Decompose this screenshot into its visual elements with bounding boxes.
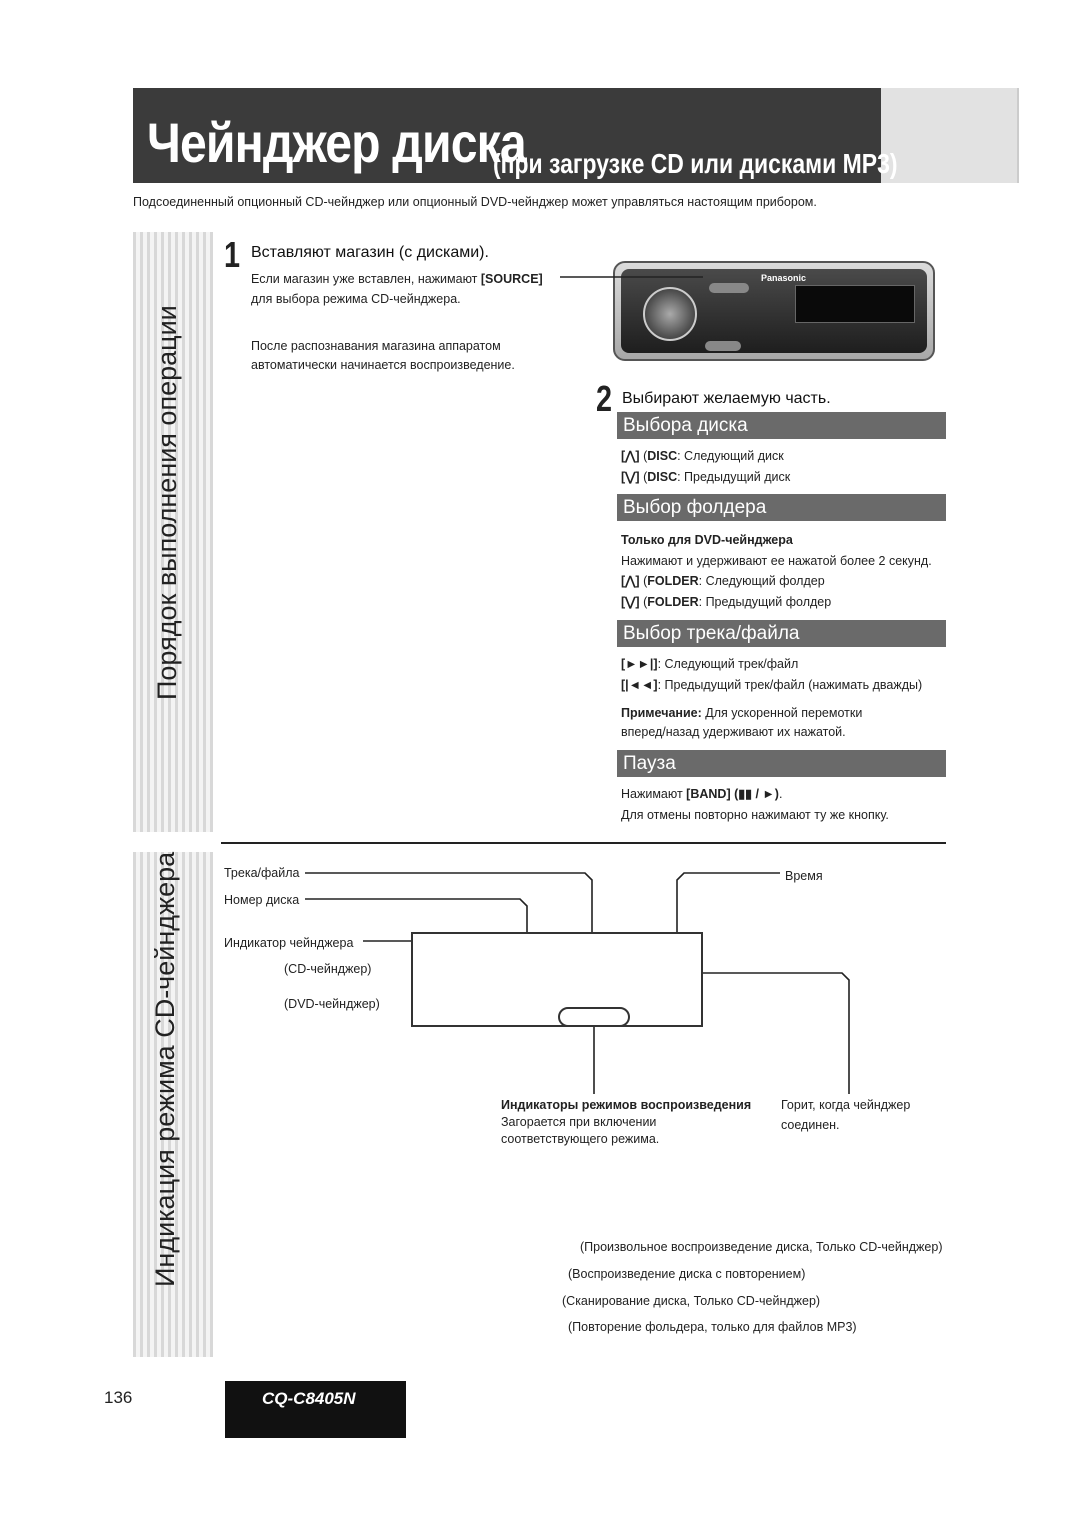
- title-bar-accent: [881, 88, 1019, 183]
- folder-down-text: : Предыдущий фолдер: [698, 595, 832, 609]
- section-track-header: Выбор трека/файла: [617, 620, 946, 647]
- disc-btn-label: DISC: [647, 470, 678, 484]
- folder-btn-label: FOLDER: [647, 595, 699, 609]
- disc-up-text: : Следующий диск: [677, 449, 784, 463]
- step-1-title: Вставляют магазин (с дисками).: [251, 244, 489, 261]
- note-text: Для ускоренной перемотки: [701, 706, 863, 720]
- page-number: 136: [104, 1388, 133, 1407]
- track-prev-line: [|◄◄]: Предыдущий трек/файл (нажимать дв…: [621, 676, 922, 694]
- up-key: [⋀]: [621, 449, 640, 463]
- folder-only-dvd: Только для DVD-чейнджера: [621, 533, 793, 547]
- track-prev-text: : Предыдущий трек/файл (нажимать дважды): [657, 678, 923, 692]
- modes-line1: Загорается при включении: [501, 1115, 657, 1129]
- head-unit-faceplate: Panasonic: [621, 269, 927, 353]
- section-divider: [221, 842, 946, 844]
- model-badge-text: CQ-C8405N: [262, 1389, 356, 1408]
- label-disc-number: Номер диска: [224, 893, 300, 907]
- page-title-sub: (при загрузке CD или дисками MP3): [493, 148, 898, 179]
- pause-line1-post: .: [778, 787, 783, 801]
- label-time: Время: [785, 869, 823, 883]
- time-callout-line: [676, 872, 780, 932]
- up-down-buttons: [705, 341, 741, 351]
- disc-down-text: : Предыдущий диск: [677, 470, 791, 484]
- side-tab-operation: [133, 232, 213, 832]
- step-1-line1-text: Если магазин уже вставлен, нажимают: [251, 272, 481, 286]
- mode-item-scan: (Сканирование диска, Только CD-чейнджер): [562, 1294, 821, 1308]
- step-1-line1: Если магазин уже вставлен, нажимают [SOU…: [251, 270, 543, 288]
- intro-text: Подсоединенный опционный CD-чейнджер или…: [133, 195, 817, 209]
- mode-item-repeat: (Воспроизведение диска с повторением): [568, 1267, 806, 1281]
- display-frame: [411, 932, 703, 1027]
- track-note-line1: Примечание: Для ускоренной перемотки: [621, 704, 862, 722]
- step-1-number: 1: [224, 234, 241, 275]
- disc-btn-label: DISC: [647, 449, 678, 463]
- track-callout-line: [305, 872, 593, 932]
- connected-line2: соединен.: [781, 1118, 840, 1132]
- step-1-line2: для выбора режима CD-чейнджера.: [251, 292, 461, 306]
- device-display: [795, 285, 915, 323]
- pause-line1-text: Нажимают: [621, 787, 687, 801]
- section-disc-header: Выбора диска: [617, 412, 946, 439]
- step-1-line3: После распознавания магазина аппаратом: [251, 339, 501, 353]
- volume-knob: [643, 287, 697, 341]
- label-changer-indicator: Индикатор чейнджера: [224, 936, 354, 950]
- folder-btn-label: FOLDER: [647, 574, 699, 588]
- display-mode-indicator: [558, 1007, 630, 1027]
- track-next-line: [►►|]: Следующий трек/файл: [621, 655, 798, 673]
- model-badge: [225, 1381, 406, 1438]
- head-unit-illustration: Panasonic: [613, 261, 935, 361]
- band-key: [BAND] (▮▮ / ►): [686, 787, 779, 801]
- track-note-line2: вперед/назад удерживают их нажатой.: [621, 725, 846, 739]
- mode-item-random: (Произвольное воспроизведение диска, Тол…: [580, 1240, 943, 1254]
- disc-up-line: [⋀] (DISC: Следующий диск: [621, 449, 784, 463]
- title-bar: [133, 88, 881, 183]
- device-brand: Panasonic: [761, 273, 807, 283]
- step-1-line4: автоматически начинается воспроизведение…: [251, 358, 515, 372]
- folder-up-text: : Следующий фолдер: [698, 574, 825, 588]
- page-title: Чейнджер диска: [147, 110, 587, 175]
- mode-item-folder-repeat: (Повторение фольдера, только для файлов …: [568, 1320, 857, 1334]
- down-key: [⋁]: [621, 470, 640, 484]
- folder-down-line: [⋁] (FOLDER: Предыдущий фолдер: [621, 595, 832, 609]
- down-key: [⋁]: [621, 595, 640, 609]
- up-key: [⋀]: [621, 574, 640, 588]
- label-cd-changer: (CD-чейнджер): [284, 962, 372, 976]
- note-label: Примечание:: [621, 706, 702, 720]
- page-title-main: Чейнджер диска: [147, 111, 527, 174]
- pause-line1: Нажимают [BAND] (▮▮ / ►).: [621, 785, 782, 803]
- label-track-file: Трека/файла: [224, 866, 300, 880]
- connected-callout-line: [703, 972, 850, 1094]
- section-pause-header: Пауза: [617, 750, 946, 777]
- source-button: [709, 283, 749, 293]
- folder-up-line: [⋀] (FOLDER: Следующий фолдер: [621, 574, 825, 588]
- side-tab-indication: [133, 852, 213, 1357]
- folder-hold-text: Нажимают и удерживают ее нажатой более 2…: [621, 554, 932, 568]
- prev-track-key: [|◄◄]: [621, 678, 658, 692]
- connected-line1: Горит, когда чейнджер: [781, 1098, 911, 1112]
- disc-callout-line: [305, 898, 528, 932]
- modes-line2: соответствующего режима.: [501, 1132, 660, 1146]
- label-dvd-changer: (DVD-чейнджер): [284, 997, 380, 1011]
- next-track-key: [►►|]: [621, 657, 658, 671]
- track-next-text: : Следующий трек/файл: [657, 657, 799, 671]
- section-folder-header: Выбор фолдера: [617, 494, 946, 521]
- modes-title: Индикаторы режимов воспроизведения: [501, 1098, 752, 1112]
- pause-line2: Для отмены повторно нажимают ту же кнопк…: [621, 808, 889, 822]
- step-2-title: Выбирают желаемую часть.: [622, 390, 831, 407]
- disc-down-line: [⋁] (DISC: Предыдущий диск: [621, 470, 791, 484]
- source-key-label: [SOURCE]: [480, 272, 543, 286]
- step-2-number: 2: [596, 378, 613, 419]
